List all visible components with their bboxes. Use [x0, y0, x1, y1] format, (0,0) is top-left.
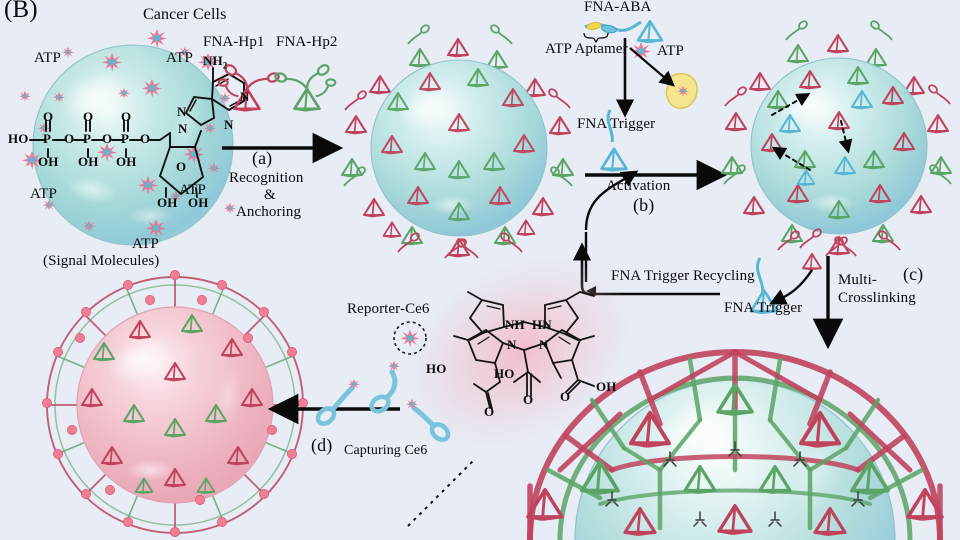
label-step-a-1: Recognition [229, 170, 304, 186]
label-step-a-2: & [264, 187, 276, 203]
chem-atp-o-link2: O [102, 131, 113, 146]
chem-atp-oh2: OH [78, 154, 99, 169]
fna-trigger-icon-top [600, 109, 628, 172]
chem-atp-n-a: N [177, 104, 187, 119]
label-reporter-ce6: Reporter-Ce6 [347, 301, 430, 317]
strand-displacement-arrows [771, 93, 853, 171]
chem-atp-o-top3: O [121, 109, 132, 124]
chem-atp-ring-o: O [176, 159, 187, 174]
label-step-c-1: Multi- [838, 272, 877, 288]
chem-atp-nh2: NH2 [203, 53, 228, 71]
cell-with-fna-shell-sphere [340, 22, 575, 259]
label-atp-2: ATP [166, 50, 193, 66]
cancer-cell-sphere-group [32, 44, 234, 246]
chem-atp-o-top1: O [43, 109, 54, 124]
label-atp-signal-1: ATP [132, 236, 159, 252]
chem-ce6-ho-left: HO [426, 361, 447, 376]
reporter-ce6-callout [393, 321, 427, 355]
fna-trigger-icon-bottom [749, 257, 779, 315]
label-capturing-ce6: Capturing Ce6 [344, 443, 428, 458]
chem-atp-n-b: N [178, 121, 188, 136]
label-fna-hp2: FNA-Hp2 [276, 34, 338, 50]
chem-atp-nh2-sub: 2 [222, 60, 228, 71]
cell-ce6-loaded-sphere [42, 270, 308, 537]
chem-ce6-o1: O [484, 404, 495, 419]
label-fna-aba: FNA-ABA [584, 0, 652, 15]
magnified-crosslinked-shell [407, 348, 944, 540]
step-c-arrow [769, 256, 844, 350]
label-atp-4: ATP [179, 182, 206, 198]
reporter-ce6-conjugates [315, 360, 451, 442]
chem-atp-n-d: N [224, 117, 234, 132]
cell-with-trigger-sphere [720, 18, 953, 257]
chem-ce6-hn: HN [532, 317, 552, 332]
label-atp-1: ATP [34, 50, 61, 66]
ce6-fluorescence-glow [406, 257, 634, 447]
label-atp-signal-2: (Signal Molecules) [43, 253, 160, 269]
dna-cage-outer [527, 348, 943, 540]
label-step-c-tag: (c) [903, 264, 924, 284]
label-step-d-tag: (d) [311, 435, 333, 455]
chem-atp-p3: P [121, 131, 130, 146]
chem-atp-ho: HO [8, 131, 29, 146]
label-step-a-tag: (a) [252, 148, 273, 168]
atp-binding-arrow [629, 47, 676, 87]
chem-atp-oh3: OH [116, 154, 137, 169]
label-fna-trigger-bottom: FNA Trigger [724, 300, 803, 316]
label-fna-hp1: FNA-Hp1 [203, 34, 265, 50]
chem-ce6-n-right: N [539, 337, 549, 352]
chem-atp-ribose-oh2: OH [188, 195, 209, 210]
chem-ce6-oh-right: OH [596, 379, 617, 394]
chem-ce6-o3: O [560, 389, 571, 404]
chem-atp-p2: P [83, 131, 92, 146]
panel-tag: (B) [4, 0, 38, 23]
membrane-anchor-pins [605, 441, 865, 527]
ce6-chemical-structure [453, 291, 595, 410]
chem-atp-p1: P [43, 131, 52, 146]
label-fna-trigger-top: FNA Trigger [577, 116, 656, 132]
chem-ce6-n-left: N [507, 337, 517, 352]
label-fna-trigger-recycling: FNA Trigger Recycling [611, 268, 755, 284]
chem-atp-o-link1: O [64, 131, 75, 146]
chem-atp-n-c: N [240, 89, 250, 104]
chem-atp-o-link3: O [140, 131, 151, 146]
label-atp-5: ATP [657, 43, 684, 59]
chem-ce6-nh: NH [505, 317, 525, 332]
chem-atp-o-top2: O [83, 109, 94, 124]
step-b-arrow [584, 159, 728, 231]
chem-atp-oh1: OH [38, 154, 59, 169]
label-step-c-2: Crosslinking [838, 290, 916, 306]
label-step-b-activation: Activation [606, 178, 671, 194]
label-step-a-3: Anchoring [236, 204, 302, 220]
fna-aba-complex-icon [583, 19, 664, 44]
label-atp-aptamer: ATP Aptamer [545, 41, 628, 57]
chem-atp-nh2-text: NH [203, 53, 223, 68]
label-step-b-tag: (b) [633, 195, 655, 215]
fna-hp2-monomer-icon [274, 64, 337, 112]
label-atp-3: ATP [30, 186, 57, 202]
aptamer-atp-complex-icon [665, 72, 698, 109]
chem-ce6-ho-mid: HO [494, 366, 515, 381]
chem-atp-ribose-oh1: OH [157, 195, 178, 210]
label-cancer-cells: Cancer Cells [143, 6, 227, 23]
fna-hp1-monomer-icon [217, 64, 280, 112]
chem-ce6-o2: O [523, 392, 534, 407]
